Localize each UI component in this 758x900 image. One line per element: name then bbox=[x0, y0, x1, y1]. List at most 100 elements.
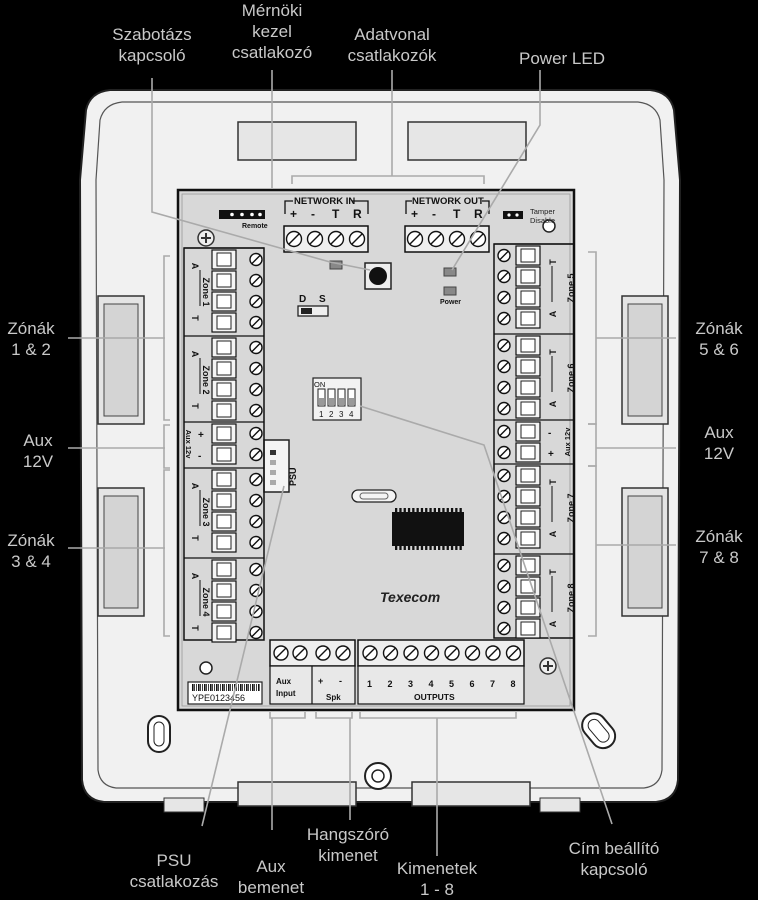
network-pin-label: T bbox=[453, 207, 461, 221]
callout-eng-line1: Mérnöki bbox=[241, 1, 303, 20]
callout-power-led-line1: Power LED bbox=[519, 49, 605, 68]
aux-pin-minus: + bbox=[548, 449, 554, 460]
callout-power-led: Power LED bbox=[500, 48, 624, 69]
zone-label: Zone 1 bbox=[201, 277, 211, 306]
callout-network-line2: csatlakozók bbox=[347, 46, 437, 65]
callout-aux-12v-left: Aux 12V bbox=[0, 430, 76, 472]
callout-aux-input: Aux bemenet bbox=[226, 856, 316, 898]
aux-pin-plus: - bbox=[548, 428, 551, 439]
dip-number: 1 bbox=[319, 410, 324, 419]
s-label: S bbox=[319, 294, 326, 305]
aux-pin-minus: - bbox=[198, 451, 201, 462]
callout-zones78-line1: Zónák bbox=[695, 527, 743, 546]
bottom-clip-left bbox=[237, 781, 357, 807]
callout-psu-connector: PSU csatlakozás bbox=[112, 850, 236, 892]
zone-label: Zone 4 bbox=[201, 587, 211, 616]
dip-number: 3 bbox=[339, 410, 344, 419]
mount-slot-right bbox=[581, 712, 617, 750]
callout-outputs-line2: 1 - 8 bbox=[419, 880, 455, 899]
microcontroller-chip bbox=[392, 508, 464, 550]
zone-pin-a: A bbox=[548, 530, 558, 537]
callout-tamper-switch: Szabotázs kapcsoló bbox=[92, 24, 212, 66]
callout-speaker-line2: kimenet bbox=[318, 846, 378, 865]
zone-pin-a: A bbox=[190, 263, 200, 270]
callout-zones78-line2: 7 & 8 bbox=[699, 548, 739, 567]
output-number: 7 bbox=[490, 679, 495, 689]
callout-zones34-line1: Zónák bbox=[7, 531, 55, 550]
tamper-disable-jumper bbox=[503, 211, 523, 219]
tamper-switch bbox=[364, 262, 392, 290]
callout-zones34-line2: 3 & 4 bbox=[11, 552, 51, 571]
callout-zones12-line1: Zónák bbox=[7, 319, 55, 338]
callout-address-line1: Cím beállító bbox=[568, 839, 660, 858]
output-number: 1 bbox=[367, 679, 372, 689]
dip-on-label: ON bbox=[314, 380, 325, 389]
zone-label: Zone 6 bbox=[566, 363, 576, 392]
ds-switch bbox=[297, 305, 329, 317]
zone-pin-t: T bbox=[190, 403, 200, 409]
disable-label: Disable bbox=[530, 216, 555, 225]
zone-pin-t: T bbox=[190, 535, 200, 541]
aux-input-label-1: Aux bbox=[276, 677, 292, 686]
callout-aux-input-line2: bemenet bbox=[237, 878, 305, 897]
zone-pin-a: A bbox=[548, 310, 558, 317]
zone-pin-t: T bbox=[548, 259, 558, 265]
zone-pin-t: T bbox=[548, 479, 558, 485]
psu-connector bbox=[263, 439, 290, 493]
callout-aux-right-line2: 12V bbox=[703, 444, 735, 463]
screw-bottom-right bbox=[539, 657, 557, 675]
top-clip-left bbox=[237, 121, 357, 161]
callout-outputs: Kimenetek 1 - 8 bbox=[384, 858, 490, 900]
callout-zones-3-4: Zónák 3 & 4 bbox=[0, 530, 62, 572]
screw-top-left bbox=[197, 229, 215, 247]
zone-pin-t: T bbox=[548, 349, 558, 355]
tamper-label: Tamper bbox=[530, 207, 556, 216]
d-label: D bbox=[299, 294, 306, 305]
callout-outputs-line1: Kimenetek bbox=[396, 859, 478, 878]
zone-pin-t: T bbox=[190, 625, 200, 631]
serial-label bbox=[187, 681, 263, 705]
output-number: 4 bbox=[429, 679, 434, 689]
dip-lever bbox=[317, 388, 326, 407]
dip-lever bbox=[327, 388, 336, 407]
zone-pin-t: T bbox=[548, 569, 558, 575]
leader-lines bbox=[68, 70, 676, 856]
dip-number: 2 bbox=[329, 410, 334, 419]
zone-pin-a: A bbox=[548, 400, 558, 407]
aux-12v-label: Aux 12v bbox=[184, 430, 193, 460]
spk-plus: + bbox=[318, 676, 323, 686]
dip-lever bbox=[347, 388, 356, 407]
zone-pin-a: A bbox=[190, 483, 200, 490]
callout-network-line1: Adatvonal bbox=[354, 25, 430, 44]
callout-engineer-keypad: Mérnöki kezel csatlakozó bbox=[212, 0, 332, 63]
aux-spk-terminals: Aux Input + - Spk bbox=[269, 639, 356, 705]
zone-label: Zone 5 bbox=[566, 273, 576, 302]
network-in-label: NETWORK IN bbox=[294, 196, 355, 207]
callout-address-line2: kapcsoló bbox=[580, 860, 648, 879]
zone-label: Zone 3 bbox=[201, 497, 211, 526]
power-label: Power bbox=[440, 299, 461, 306]
callout-zones-1-2: Zónák 1 & 2 bbox=[0, 318, 62, 360]
dip-number: 4 bbox=[349, 410, 354, 419]
network-pin-label: T bbox=[332, 207, 340, 221]
zone-pin-a: A bbox=[190, 573, 200, 580]
callout-tamper-switch-line2: kapcsoló bbox=[118, 46, 186, 65]
remote-label: Remote bbox=[242, 223, 268, 230]
callout-speaker-output: Hangszóró kimenet bbox=[292, 824, 404, 866]
psu-label: PSU bbox=[288, 467, 298, 486]
network-pin-label: R bbox=[353, 207, 362, 221]
callout-speaker-line1: Hangszóró bbox=[306, 825, 390, 844]
network-pin-label: R bbox=[474, 207, 483, 221]
mount-slot-left bbox=[147, 715, 171, 753]
callout-psu-line1: PSU bbox=[156, 851, 192, 870]
output-number: 5 bbox=[449, 679, 454, 689]
zone-label: Zone 7 bbox=[566, 493, 576, 522]
callout-aux-left-line1: Aux bbox=[23, 431, 53, 450]
callout-eng-line2: kezel bbox=[252, 22, 292, 41]
aux-12v-label: Aux 12v bbox=[563, 427, 572, 457]
network-pin-label: - bbox=[311, 207, 315, 221]
